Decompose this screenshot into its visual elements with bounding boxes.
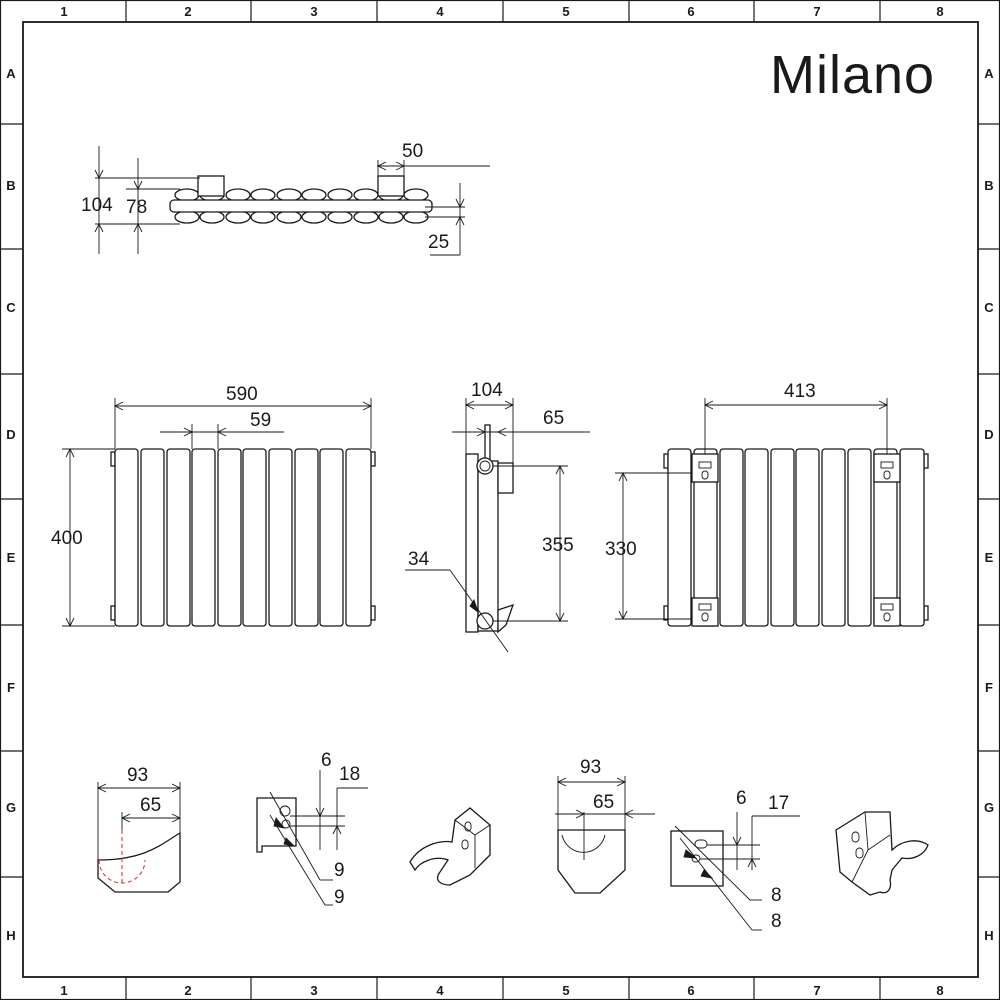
row-label: D <box>6 427 15 442</box>
row-label: H <box>6 928 15 943</box>
column-labels-top: 1 2 3 4 5 6 7 8 <box>60 4 943 19</box>
bracket-2-view: 6 18 9 9 <box>256 750 368 908</box>
side-view-pipe-top <box>476 457 494 475</box>
dim-pipe-diameter: 34 <box>408 549 430 570</box>
column-ticks <box>125 0 881 1000</box>
dim-bracket-1-inner: 65 <box>140 795 161 816</box>
dim-bracket-4-hole-a: 8 <box>771 885 782 906</box>
col-label: 3 <box>310 983 317 998</box>
col-label: 3 <box>310 4 317 19</box>
dim-bracket-2-hole-a: 9 <box>334 860 345 881</box>
dim-bracket-height: 330 <box>605 539 637 560</box>
row-label: G <box>984 800 994 815</box>
row-ticks <box>0 123 1000 878</box>
row-label: B <box>984 178 993 193</box>
col-label: 1 <box>60 4 67 19</box>
rear-view-brackets <box>691 453 901 627</box>
row-label: E <box>7 550 16 565</box>
col-label: 8 <box>936 983 943 998</box>
rear-view: 413 330 <box>605 381 929 627</box>
row-label: B <box>6 178 15 193</box>
side-view-pipe-bottom <box>476 612 494 630</box>
dim-height: 400 <box>51 528 83 549</box>
bracket-4-view: 6 17 8 8 <box>670 788 800 932</box>
col-label: 4 <box>436 983 444 998</box>
top-view: 104 78 50 25 <box>81 141 490 256</box>
row-label: G <box>6 800 16 815</box>
top-view-bracket <box>197 175 225 197</box>
top-view-header-bar <box>169 199 433 213</box>
rear-view-sections <box>667 448 925 627</box>
column-labels-bottom: 1 2 3 4 5 6 7 8 <box>60 983 943 998</box>
dim-bracket-2-slot-a: 6 <box>321 750 332 771</box>
dim-bracket-width: 413 <box>784 381 816 402</box>
dim-depth-panel: 78 <box>126 197 147 218</box>
row-label: A <box>984 66 994 81</box>
col-label: 8 <box>936 4 943 19</box>
row-label: A <box>6 66 16 81</box>
dim-bracket-4-slot-b: 17 <box>768 793 789 814</box>
bracket-1-view: 93 65 <box>96 765 182 893</box>
dim-depth-overall: 104 <box>81 195 113 216</box>
row-label: H <box>984 928 993 943</box>
row-labels-left: A B C D E F G H <box>6 66 16 943</box>
front-view-sections <box>114 448 372 627</box>
dim-wall-gap: 65 <box>543 408 564 429</box>
col-label: 5 <box>562 983 569 998</box>
bracket-3-view: 93 65 <box>555 757 655 894</box>
row-label: F <box>985 680 993 695</box>
side-view: 104 65 355 34 <box>405 380 590 653</box>
row-label: C <box>6 300 16 315</box>
row-labels-right: A B C D E F G H <box>984 66 994 943</box>
col-label: 7 <box>813 983 820 998</box>
top-view-bracket <box>377 175 405 197</box>
dim-pipe-depth: 25 <box>428 232 449 253</box>
dim-bracket-2-slot-b: 18 <box>339 764 360 785</box>
dim-pipe-spacing: 50 <box>402 141 423 162</box>
front-view: 590 59 400 <box>51 384 376 628</box>
dim-bracket-3-inner: 65 <box>593 792 614 813</box>
dim-bracket-4-slot-a: 6 <box>736 788 747 809</box>
row-label: D <box>984 427 993 442</box>
col-label: 5 <box>562 4 569 19</box>
col-label: 2 <box>184 983 191 998</box>
dim-bracket-3-width: 93 <box>580 757 601 778</box>
col-label: 2 <box>184 4 191 19</box>
dim-pipe-centres: 355 <box>542 535 574 556</box>
brand-logo: Milano <box>770 45 935 105</box>
dim-bracket-4-hole-b: 8 <box>771 911 782 932</box>
row-label: F <box>7 680 15 695</box>
bracket-iso-1 <box>409 807 491 886</box>
col-label: 4 <box>436 4 444 19</box>
dim-depth: 104 <box>471 380 503 401</box>
row-label: E <box>985 550 994 565</box>
col-label: 6 <box>687 983 694 998</box>
row-label: C <box>984 300 994 315</box>
col-label: 6 <box>687 4 694 19</box>
dim-section-pitch: 59 <box>250 410 271 431</box>
col-label: 7 <box>813 4 820 19</box>
dim-width: 590 <box>226 384 258 405</box>
col-label: 1 <box>60 983 67 998</box>
bracket-iso-2 <box>835 811 929 896</box>
dim-bracket-1-width: 93 <box>127 765 148 786</box>
dim-bracket-2-hole-b: 9 <box>334 887 345 908</box>
